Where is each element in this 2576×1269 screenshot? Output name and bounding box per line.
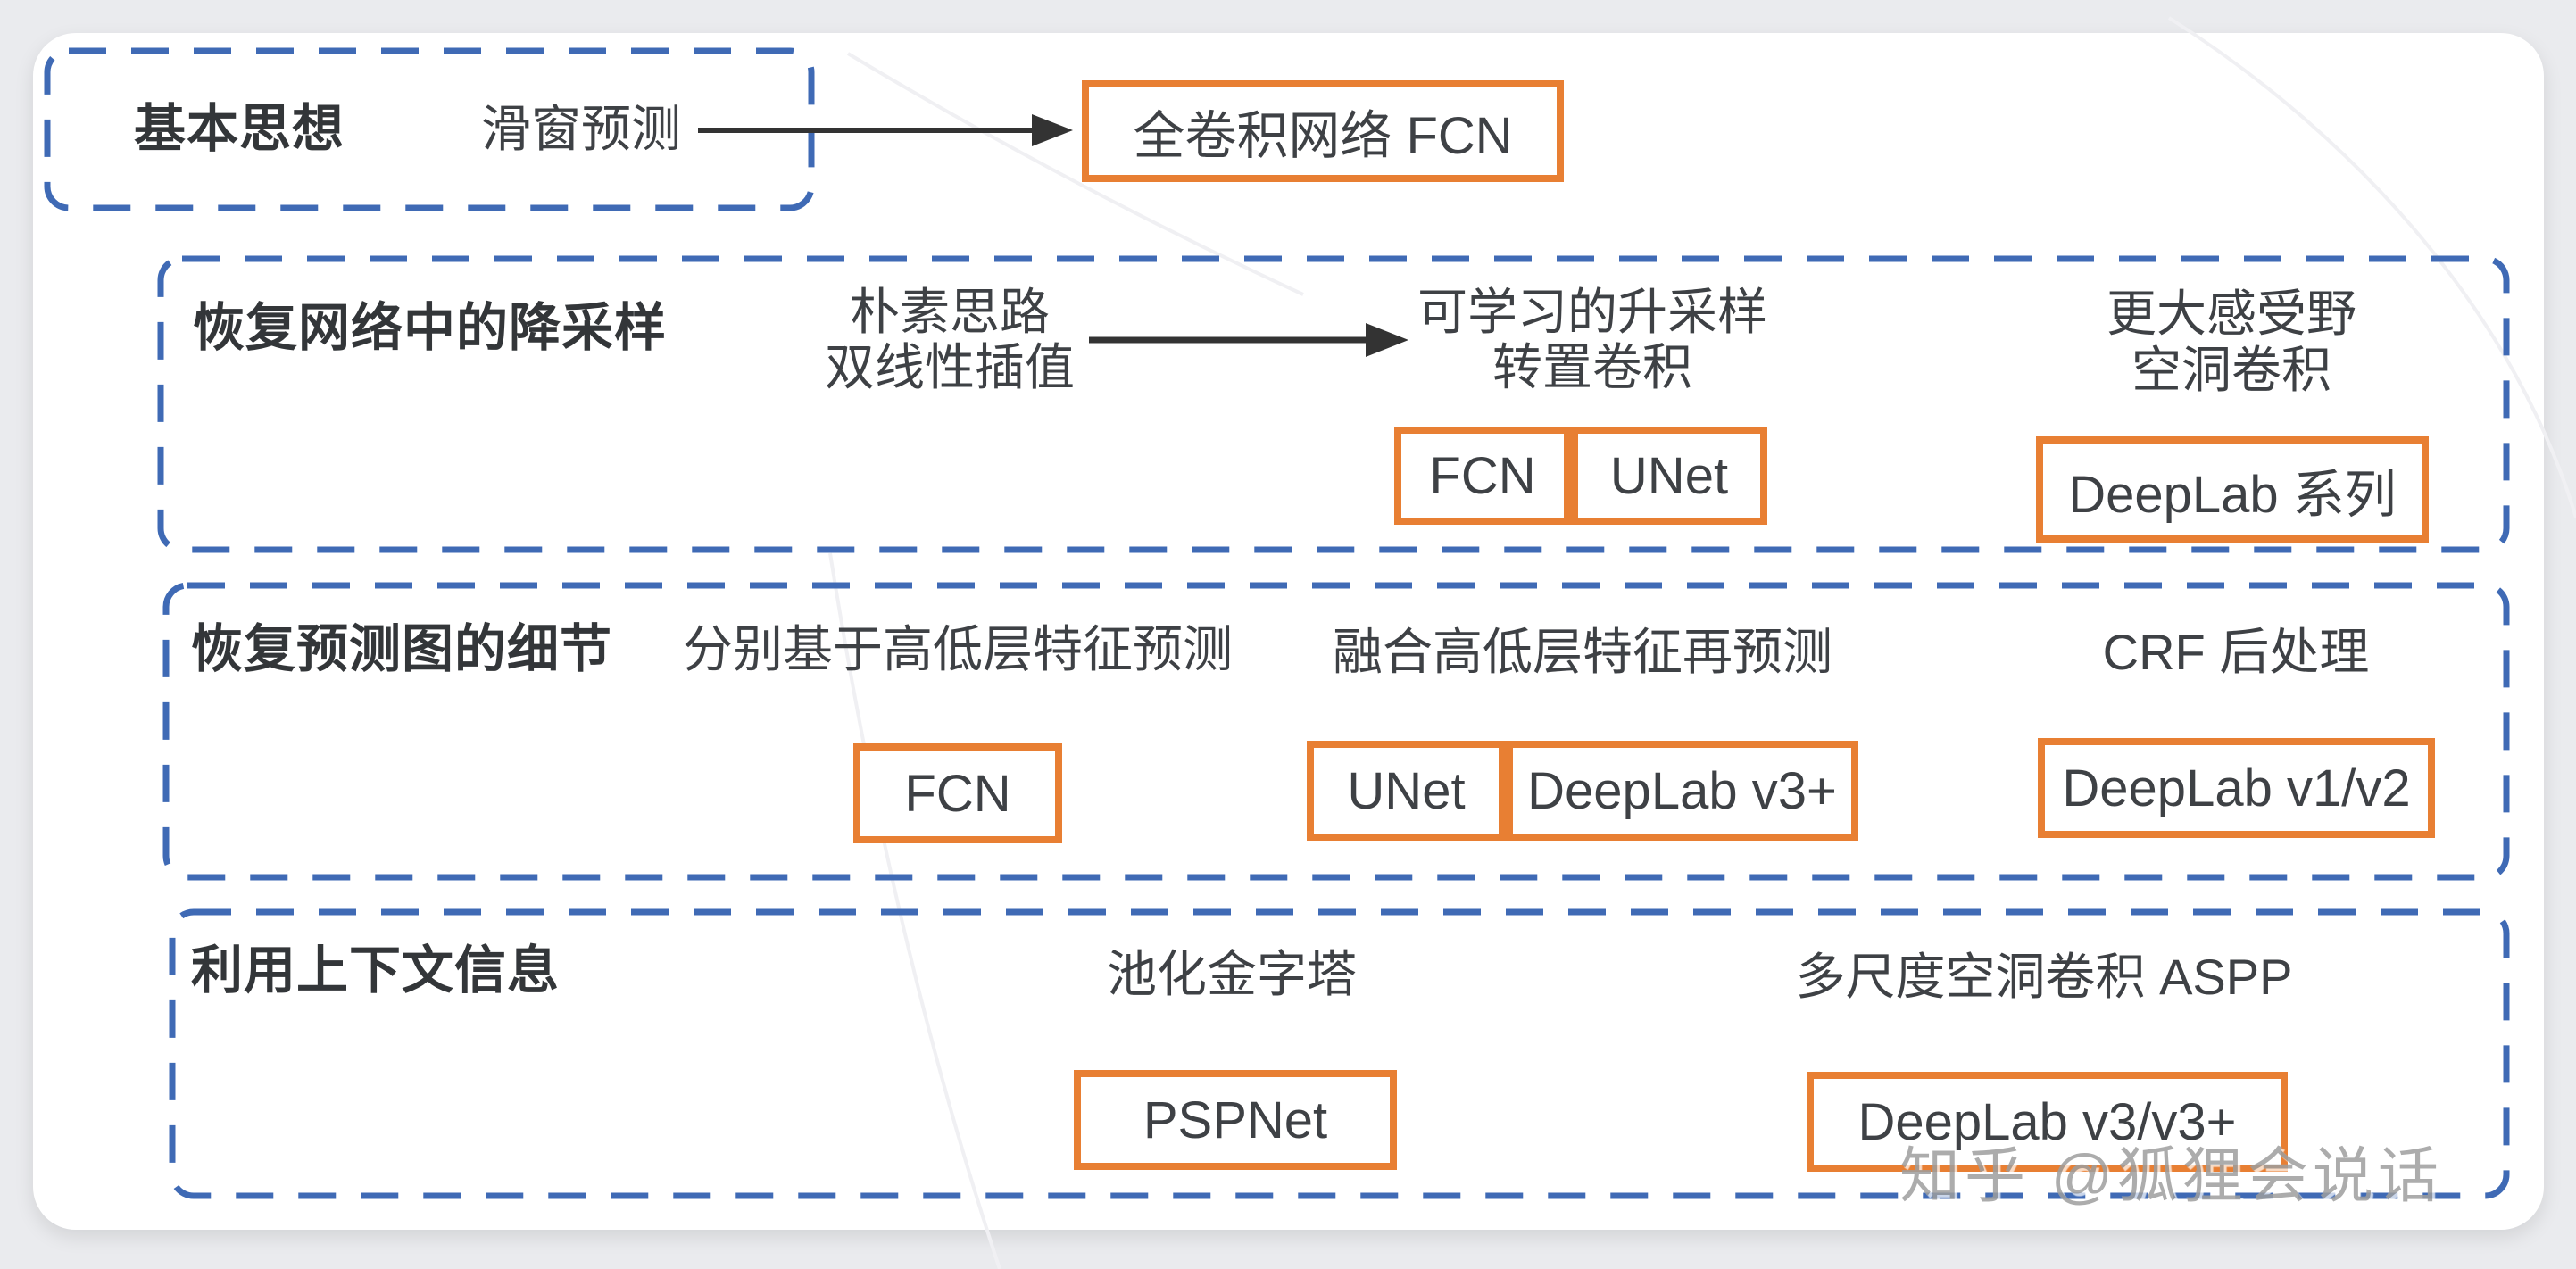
box-group-unet-deeplabv3plus: UNet DeepLab v3+ bbox=[1307, 741, 1858, 841]
box-group-fcn-unet: FCN UNet bbox=[1394, 427, 1767, 525]
box-deeplab-v1v2: DeepLab v1/v2 bbox=[2038, 738, 2435, 838]
section3-colA-label: 分别基于高低层特征预测 bbox=[683, 621, 1233, 677]
section2-colC-line2: 空洞卷积 bbox=[2131, 342, 2331, 398]
box-deeplab-v3v3plus: DeepLab v3/v3+ bbox=[1807, 1072, 2288, 1172]
box-unet-detail: UNet bbox=[1307, 741, 1506, 841]
section2-colB-line1: 可学习的升采样 bbox=[1417, 284, 1767, 340]
box-deeplab-series: DeepLab 系列 bbox=[2036, 436, 2429, 543]
box-unet: UNet bbox=[1571, 427, 1767, 525]
section1-label-sliding-window: 滑窗预测 bbox=[481, 101, 681, 157]
section2-colB-line2: 转置卷积 bbox=[1492, 339, 1692, 395]
box-fcn-full-conv: 全卷积网络 FCN bbox=[1082, 80, 1564, 182]
box-fcn-detail: FCN bbox=[853, 743, 1062, 843]
section4-colB-label: 多尺度空洞卷积 ASPP bbox=[1795, 949, 2293, 1005]
section4-colA-label: 池化金字塔 bbox=[1107, 946, 1357, 1002]
section1-title: 基本思想 bbox=[134, 100, 345, 158]
box-fcn: FCN bbox=[1394, 427, 1571, 525]
section2-title: 恢复网络中的降采样 bbox=[193, 299, 668, 357]
section2-colC-line1: 更大感受野 bbox=[2107, 286, 2356, 342]
zhihu-watermark: 知乎 @狐狸会说话 bbox=[1899, 1142, 2443, 1210]
section2-colA-line1: 朴素思路 bbox=[850, 284, 1050, 340]
section3-colC-label: CRF 后处理 bbox=[2102, 624, 2370, 680]
box-pspnet: PSPNet bbox=[1074, 1070, 1397, 1170]
section3-title: 恢复预测图的细节 bbox=[191, 620, 613, 678]
section4-title: 利用上下文信息 bbox=[191, 941, 561, 999]
section2-colA-line2: 双线性插值 bbox=[825, 339, 1075, 395]
section3-colB-label: 融合高低层特征再预测 bbox=[1333, 624, 1832, 680]
box-deeplab-v3plus: DeepLab v3+ bbox=[1506, 741, 1858, 841]
